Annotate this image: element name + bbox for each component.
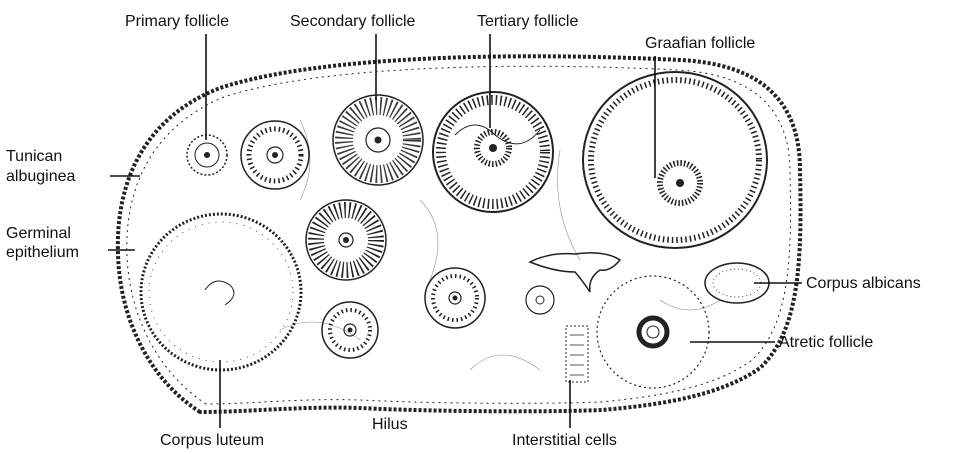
graafian-follicle: [583, 72, 767, 248]
label-corpus-luteum: Corpus luteum: [160, 432, 264, 449]
label-secondary-follicle: Secondary follicle: [290, 13, 416, 30]
corpus-luteum: [141, 214, 301, 370]
label-primary-follicle: Primary follicle: [125, 13, 229, 30]
growing-follicle-2: [306, 200, 386, 280]
germinal-epithelium-layer: [127, 66, 791, 404]
label-atretic-follicle: Atretic follicle: [779, 334, 873, 351]
label-germinal-epithelium-line1: Germinal: [6, 225, 71, 242]
label-hilus: Hilus: [372, 416, 408, 433]
primary-follicle: [187, 135, 227, 175]
label-tunica-albuginea-line2: albuginea: [6, 168, 76, 185]
small-follicle-3: [526, 286, 554, 314]
atretic-follicle: [597, 276, 709, 388]
label-graafian-follicle: Graafian follicle: [645, 35, 755, 52]
label-tertiary-follicle: Tertiary follicle: [477, 13, 578, 30]
labels: Primary follicle Secondary follicle Tert…: [6, 13, 921, 449]
label-tunica-albuginea-line1: Tunican: [6, 148, 62, 165]
tertiary-follicle: [433, 92, 553, 212]
interstitial-cells-cluster: [566, 326, 588, 382]
small-follicle-1: [425, 268, 485, 328]
growing-follicle-1: [241, 121, 309, 189]
small-follicle-2: [322, 302, 378, 358]
follicles: [141, 72, 769, 388]
secondary-follicle: [333, 95, 423, 185]
label-corpus-albicans: Corpus albicans: [806, 275, 921, 292]
label-interstitial-cells: Interstitial cells: [512, 432, 617, 449]
label-germinal-epithelium-line2: epithelium: [6, 244, 79, 261]
